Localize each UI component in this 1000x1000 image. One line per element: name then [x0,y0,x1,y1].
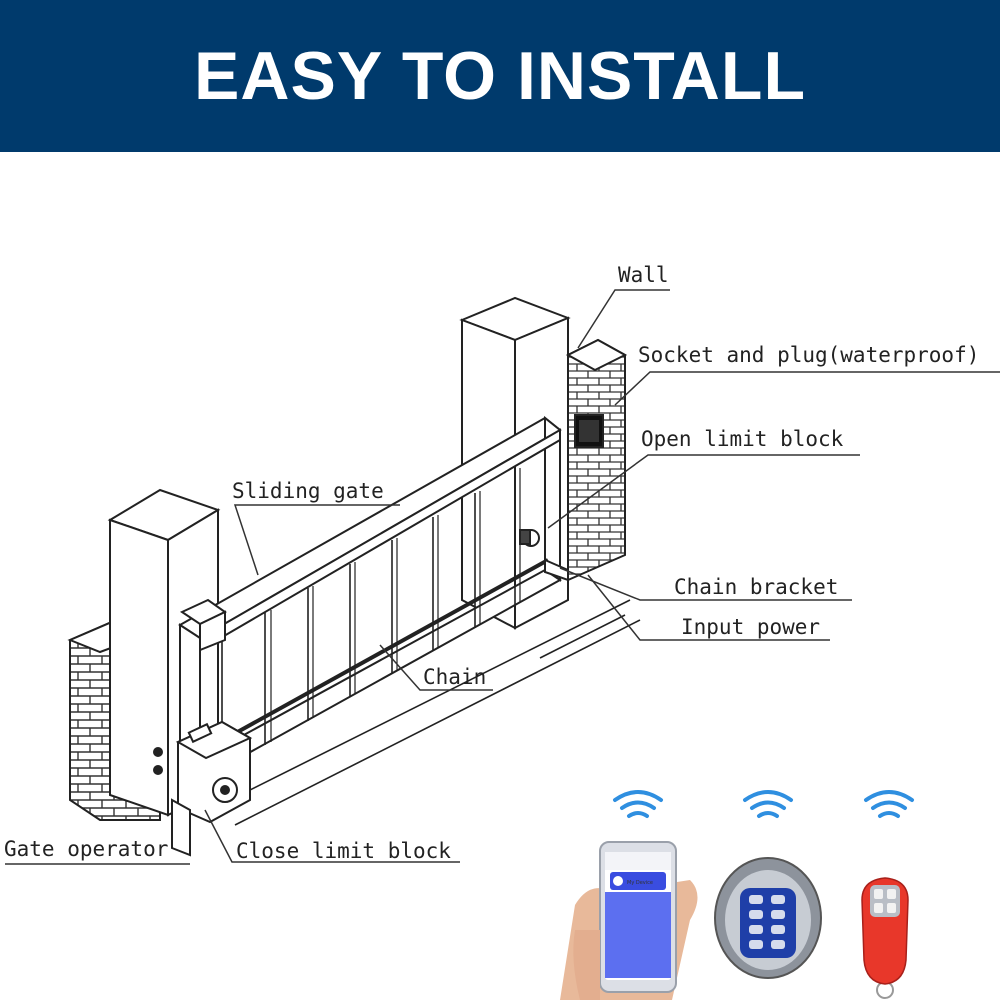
header-banner: EASY TO INSTALL [0,0,1000,152]
installation-diagram: Wall Socket and plug(waterproof) Open li… [4,263,1000,1000]
leader-lines [5,289,1000,865]
ground-rail [199,599,631,816]
label-open-limit: Open limit block [641,427,844,451]
gate-drawing [67,296,641,857]
wall [567,338,626,582]
smartphone-app: My Device [560,841,698,1000]
page-title: EASY TO INSTALL [194,38,806,114]
label-sliding-gate: Sliding gate [232,479,384,503]
label-wall: Wall [618,263,669,287]
label-chain: Chain [423,665,486,689]
keypad-panel [740,888,796,958]
label-close-limit: Close limit block [236,839,451,863]
chain [204,558,549,752]
label-socket: Socket and plug(waterproof) [638,343,979,367]
wifi-icon [613,790,663,818]
wifi-icon [864,790,914,818]
phone-device-card [610,872,666,890]
wifi-icon [743,790,793,818]
label-input-power: Input power [681,615,820,639]
remote-control [861,877,909,999]
wireless-keypad [714,857,822,979]
label-gate-operator: Gate operator [4,837,168,861]
phone-screen-title: My Device [627,880,653,886]
label-chain-bracket: Chain bracket [674,575,838,599]
chain-bracket [544,558,569,582]
